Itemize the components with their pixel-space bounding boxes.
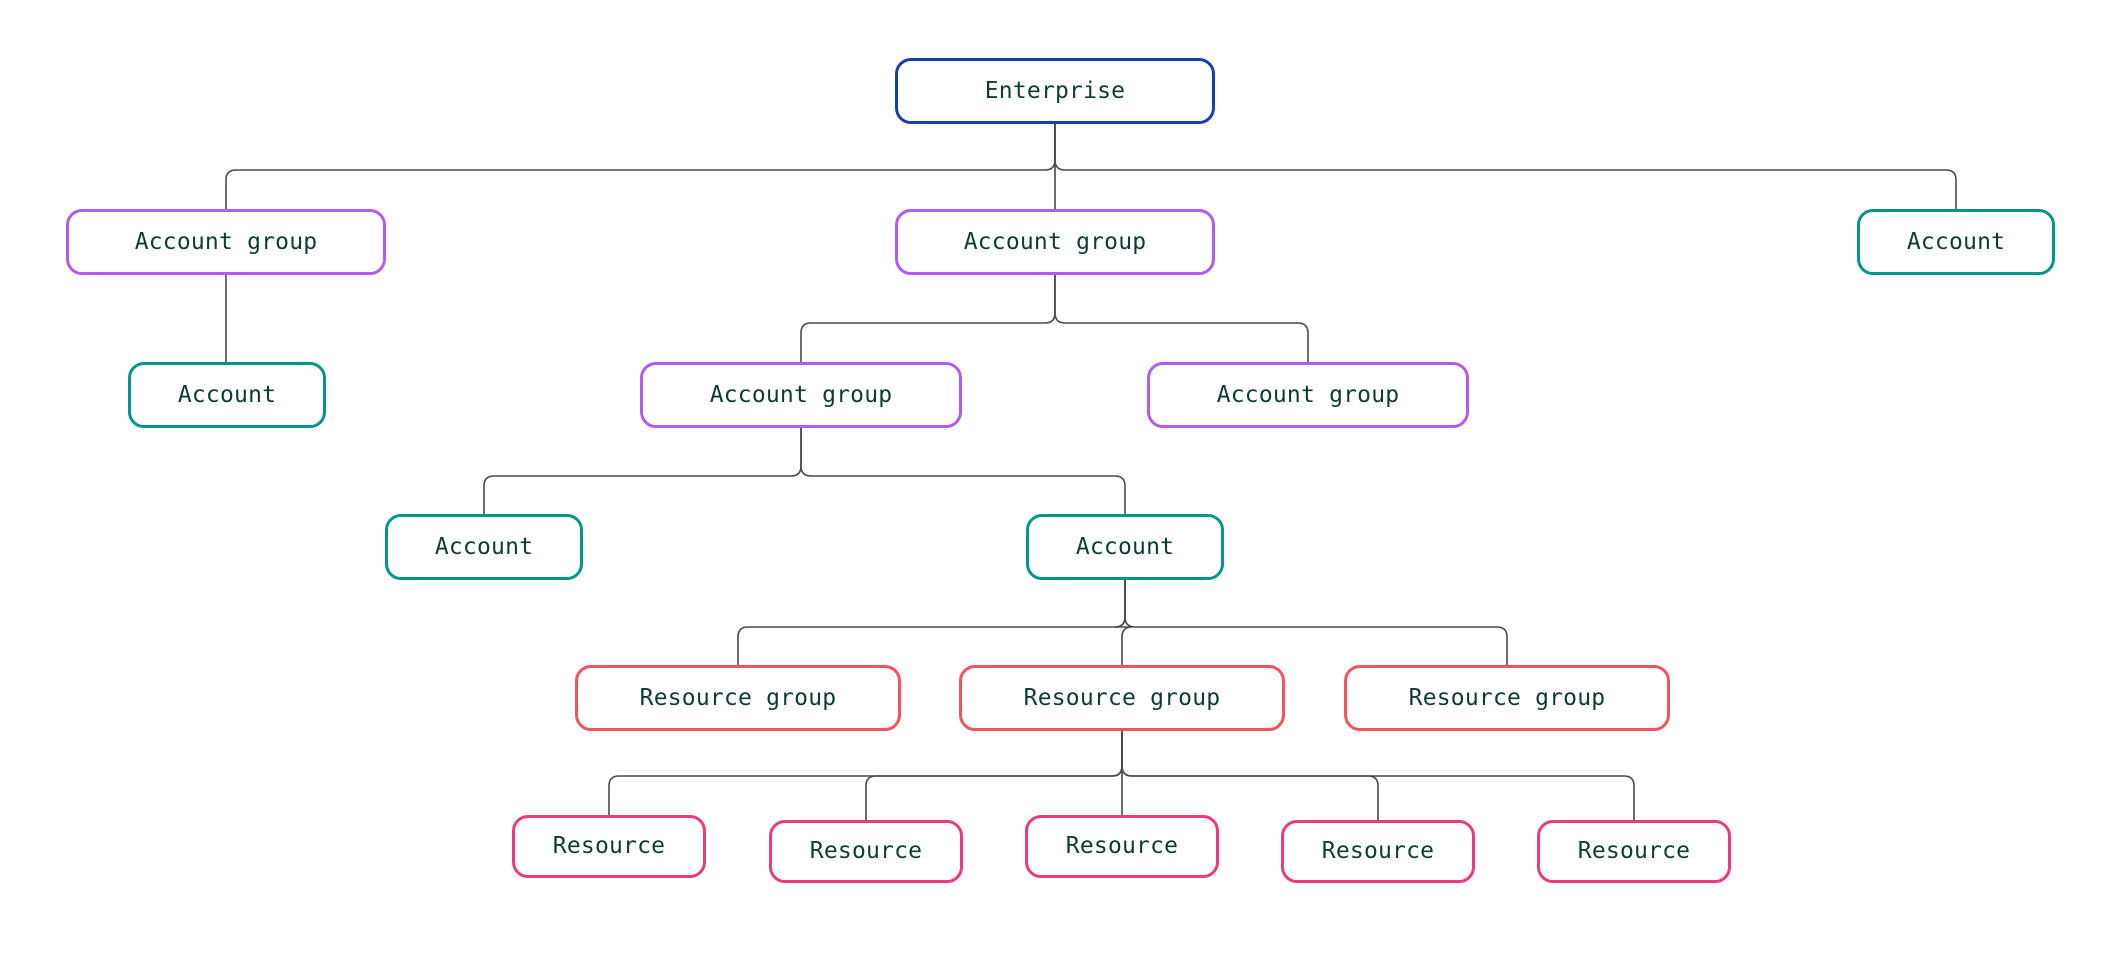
node-rg-1[interactable]: Resource group	[575, 665, 901, 731]
edge-acct-m2-to-rg-1	[737, 579, 1126, 666]
node-rg-3[interactable]: Resource group	[1344, 665, 1670, 731]
node-label-res-4: Resource	[1321, 838, 1435, 864]
node-res-4[interactable]: Resource	[1281, 820, 1475, 883]
node-label-ag-m-right: Account group	[1216, 381, 1400, 408]
edge-ag-mid-to-ag-m-left	[800, 274, 1056, 363]
node-res-3[interactable]: Resource	[1025, 815, 1219, 878]
edge-ag-m-left-to-acct-m2	[800, 427, 1126, 515]
node-ag-left[interactable]: Account group	[66, 209, 386, 275]
node-label-acct-right: Account	[1906, 228, 2006, 255]
node-enterprise[interactable]: Enterprise	[895, 58, 1215, 124]
node-ag-mid[interactable]: Account group	[895, 209, 1215, 275]
node-rg-2[interactable]: Resource group	[959, 665, 1285, 731]
node-label-enterprise: Enterprise	[984, 77, 1126, 104]
node-label-acct-m1: Account	[434, 533, 534, 560]
edge-ag-mid-to-ag-m-right	[1054, 274, 1309, 363]
edge-acct-m2-to-rg-2	[1114, 579, 1133, 666]
edge-enterprise-to-acct-right	[1054, 123, 1957, 210]
edge-rg-2-to-res-4	[1121, 730, 1379, 821]
edge-rg-2-to-res-2	[865, 730, 1123, 821]
edge-acct-m2-to-rg-3	[1124, 579, 1508, 666]
node-res-2[interactable]: Resource	[769, 820, 963, 883]
node-ag-m-left[interactable]: Account group	[640, 362, 962, 428]
node-label-res-2: Resource	[809, 838, 923, 864]
node-res-1[interactable]: Resource	[512, 815, 706, 878]
edge-ag-m-left-to-acct-m1	[483, 427, 802, 515]
edge-rg-2-to-res-5	[1121, 730, 1635, 821]
node-label-acct-m2: Account	[1075, 533, 1175, 560]
node-label-res-5: Resource	[1577, 838, 1691, 864]
node-acct-m1[interactable]: Account	[385, 514, 583, 580]
edge-enterprise-to-ag-left	[225, 123, 1056, 210]
node-label-rg-3: Resource group	[1408, 684, 1606, 711]
node-label-ag-m-left: Account group	[709, 381, 893, 408]
node-acct-right[interactable]: Account	[1857, 209, 2055, 275]
node-res-5[interactable]: Resource	[1537, 820, 1731, 883]
node-label-res-3: Resource	[1065, 833, 1179, 859]
node-label-rg-1: Resource group	[639, 684, 837, 711]
node-label-ag-mid: Account group	[963, 228, 1147, 255]
edge-rg-2-to-res-1	[608, 730, 1123, 816]
node-acct-l1[interactable]: Account	[128, 362, 326, 428]
node-label-ag-left: Account group	[134, 228, 318, 255]
node-label-rg-2: Resource group	[1023, 684, 1221, 711]
node-label-res-1: Resource	[552, 833, 666, 859]
node-label-acct-l1: Account	[177, 381, 277, 408]
node-ag-m-right[interactable]: Account group	[1147, 362, 1469, 428]
node-acct-m2[interactable]: Account	[1026, 514, 1224, 580]
